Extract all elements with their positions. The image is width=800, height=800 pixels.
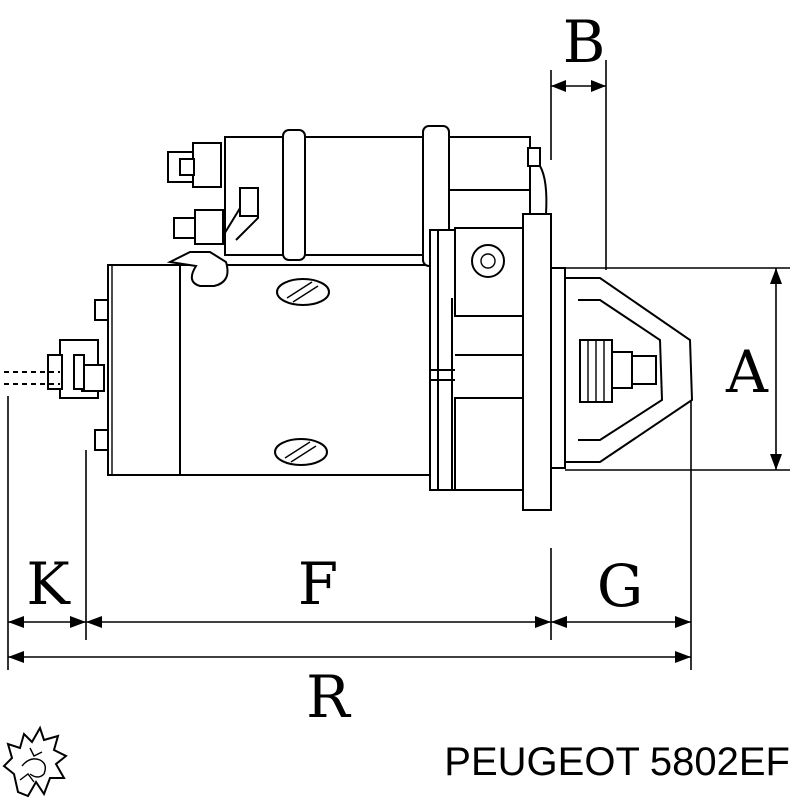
rear-cap — [94, 299, 109, 321]
solenoid-connector — [166, 251, 229, 287]
dimension-label-b: B — [563, 8, 606, 76]
brand-name: PEUGEOT — [444, 740, 640, 784]
drive-end-bolt — [471, 244, 505, 278]
motor-housing — [107, 264, 431, 476]
pinion-shaft — [611, 351, 633, 389]
rear-bolt — [73, 354, 85, 390]
solenoid-lead-block — [239, 187, 259, 217]
part-number: 5802EF — [649, 740, 790, 784]
dimension-label-g: G — [597, 552, 643, 620]
housing-bolt-top — [276, 278, 330, 306]
solenoid-wire — [539, 165, 548, 215]
solenoid-terminal-top-nut — [192, 142, 222, 188]
rear-terminal-nut — [47, 354, 63, 390]
pinion-tip — [631, 355, 657, 385]
housing-bolt-bottom — [274, 438, 328, 466]
solenoid-terminal-top-stud — [179, 158, 195, 176]
peugeot-lion-icon — [2, 725, 68, 798]
drive-housing-lower — [454, 397, 526, 491]
flange-spacer — [550, 267, 566, 469]
mounting-flange — [522, 213, 552, 511]
dimension-label-a: A — [725, 338, 769, 406]
dimension-label-k: K — [26, 550, 71, 618]
dimension-lines — [7, 60, 790, 670]
rear-cap-2 — [94, 429, 109, 451]
solenoid-terminal-low — [173, 217, 197, 239]
dimension-label-r: R — [306, 663, 352, 731]
dimension-label-f: F — [298, 550, 338, 618]
solenoid-terminal-low-nut — [194, 209, 224, 245]
starter-motor-drawing — [4, 125, 694, 511]
solenoid-cap — [527, 147, 541, 167]
rear-terminal-stud — [81, 364, 105, 392]
solenoid-band — [282, 129, 306, 261]
